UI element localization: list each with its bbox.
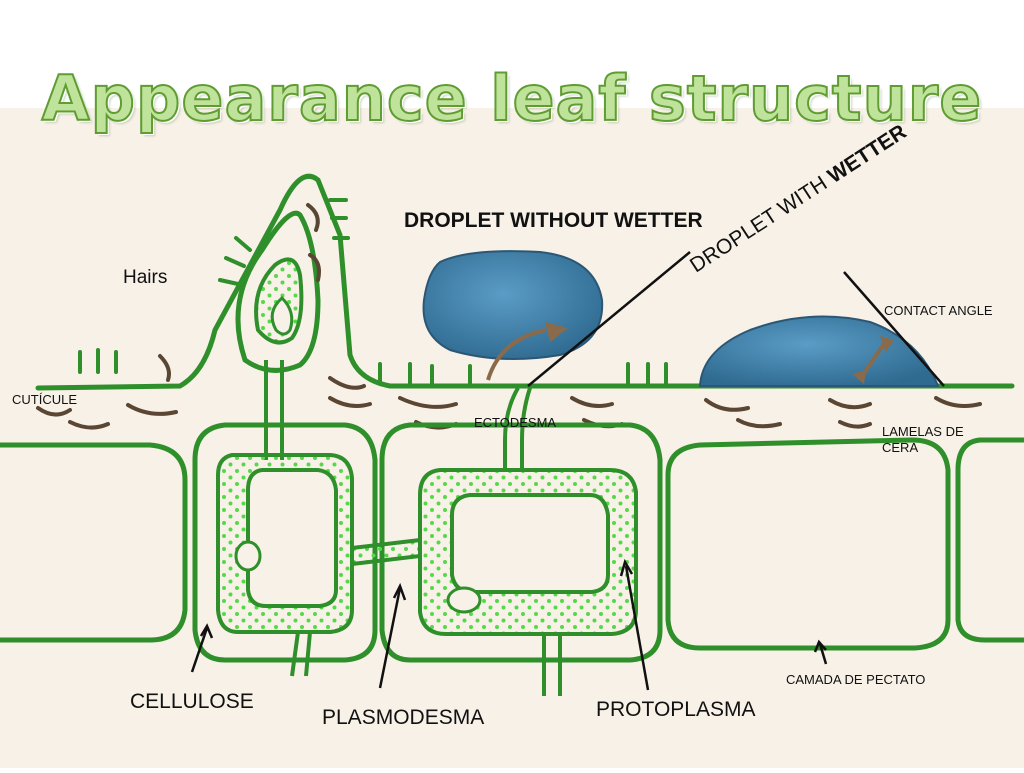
spread-arrow	[486, 328, 546, 381]
leaf-hair	[235, 210, 321, 373]
hair-stalk	[264, 360, 284, 460]
droplet-with-wetter	[698, 315, 940, 387]
label-plasmodesma: PLASMODESMA	[322, 706, 485, 729]
contact-angle-line-1	[527, 251, 691, 387]
plasmodesma-bridge	[350, 537, 422, 567]
label-lamelas-de-cera: LAMELAS DE CERA	[882, 424, 964, 455]
label-ectodesma: ECTODESMA	[474, 415, 557, 430]
label-camada-de-pectato: CAMADA DE PECTATO	[786, 672, 926, 687]
label-hairs: Hairs	[123, 267, 168, 288]
label-cellulose: CELLULOSE	[130, 690, 254, 713]
cuticle-line	[35, 173, 1015, 391]
lower-stalk-right	[542, 634, 562, 696]
spread-arrow-head	[545, 322, 568, 342]
organelle	[234, 540, 262, 572]
pointer-arrows	[190, 558, 828, 691]
contact-angle-line-2	[843, 271, 945, 387]
hair-spikes	[78, 198, 668, 386]
paper-background	[0, 108, 1024, 768]
ectodesma-channel	[503, 386, 532, 470]
page-title: Appearance leaf structure	[41, 61, 983, 136]
angle-arrow-head-bottom	[852, 370, 866, 384]
hair-nucleus	[270, 295, 294, 336]
label-protoplasma: PROTOPLASMA	[596, 698, 756, 721]
label-droplet-without-wetter: DROPLET WITHOUT WETTER	[404, 209, 703, 232]
organelle	[446, 586, 482, 614]
cell-walls	[0, 422, 1024, 663]
label-cuticle: CUTÍCULE	[12, 392, 78, 407]
lower-stalk-left	[290, 631, 312, 677]
angle-arrow-head-top	[880, 336, 894, 352]
label-contact-angle: CONTACT ANGLE	[884, 303, 993, 318]
